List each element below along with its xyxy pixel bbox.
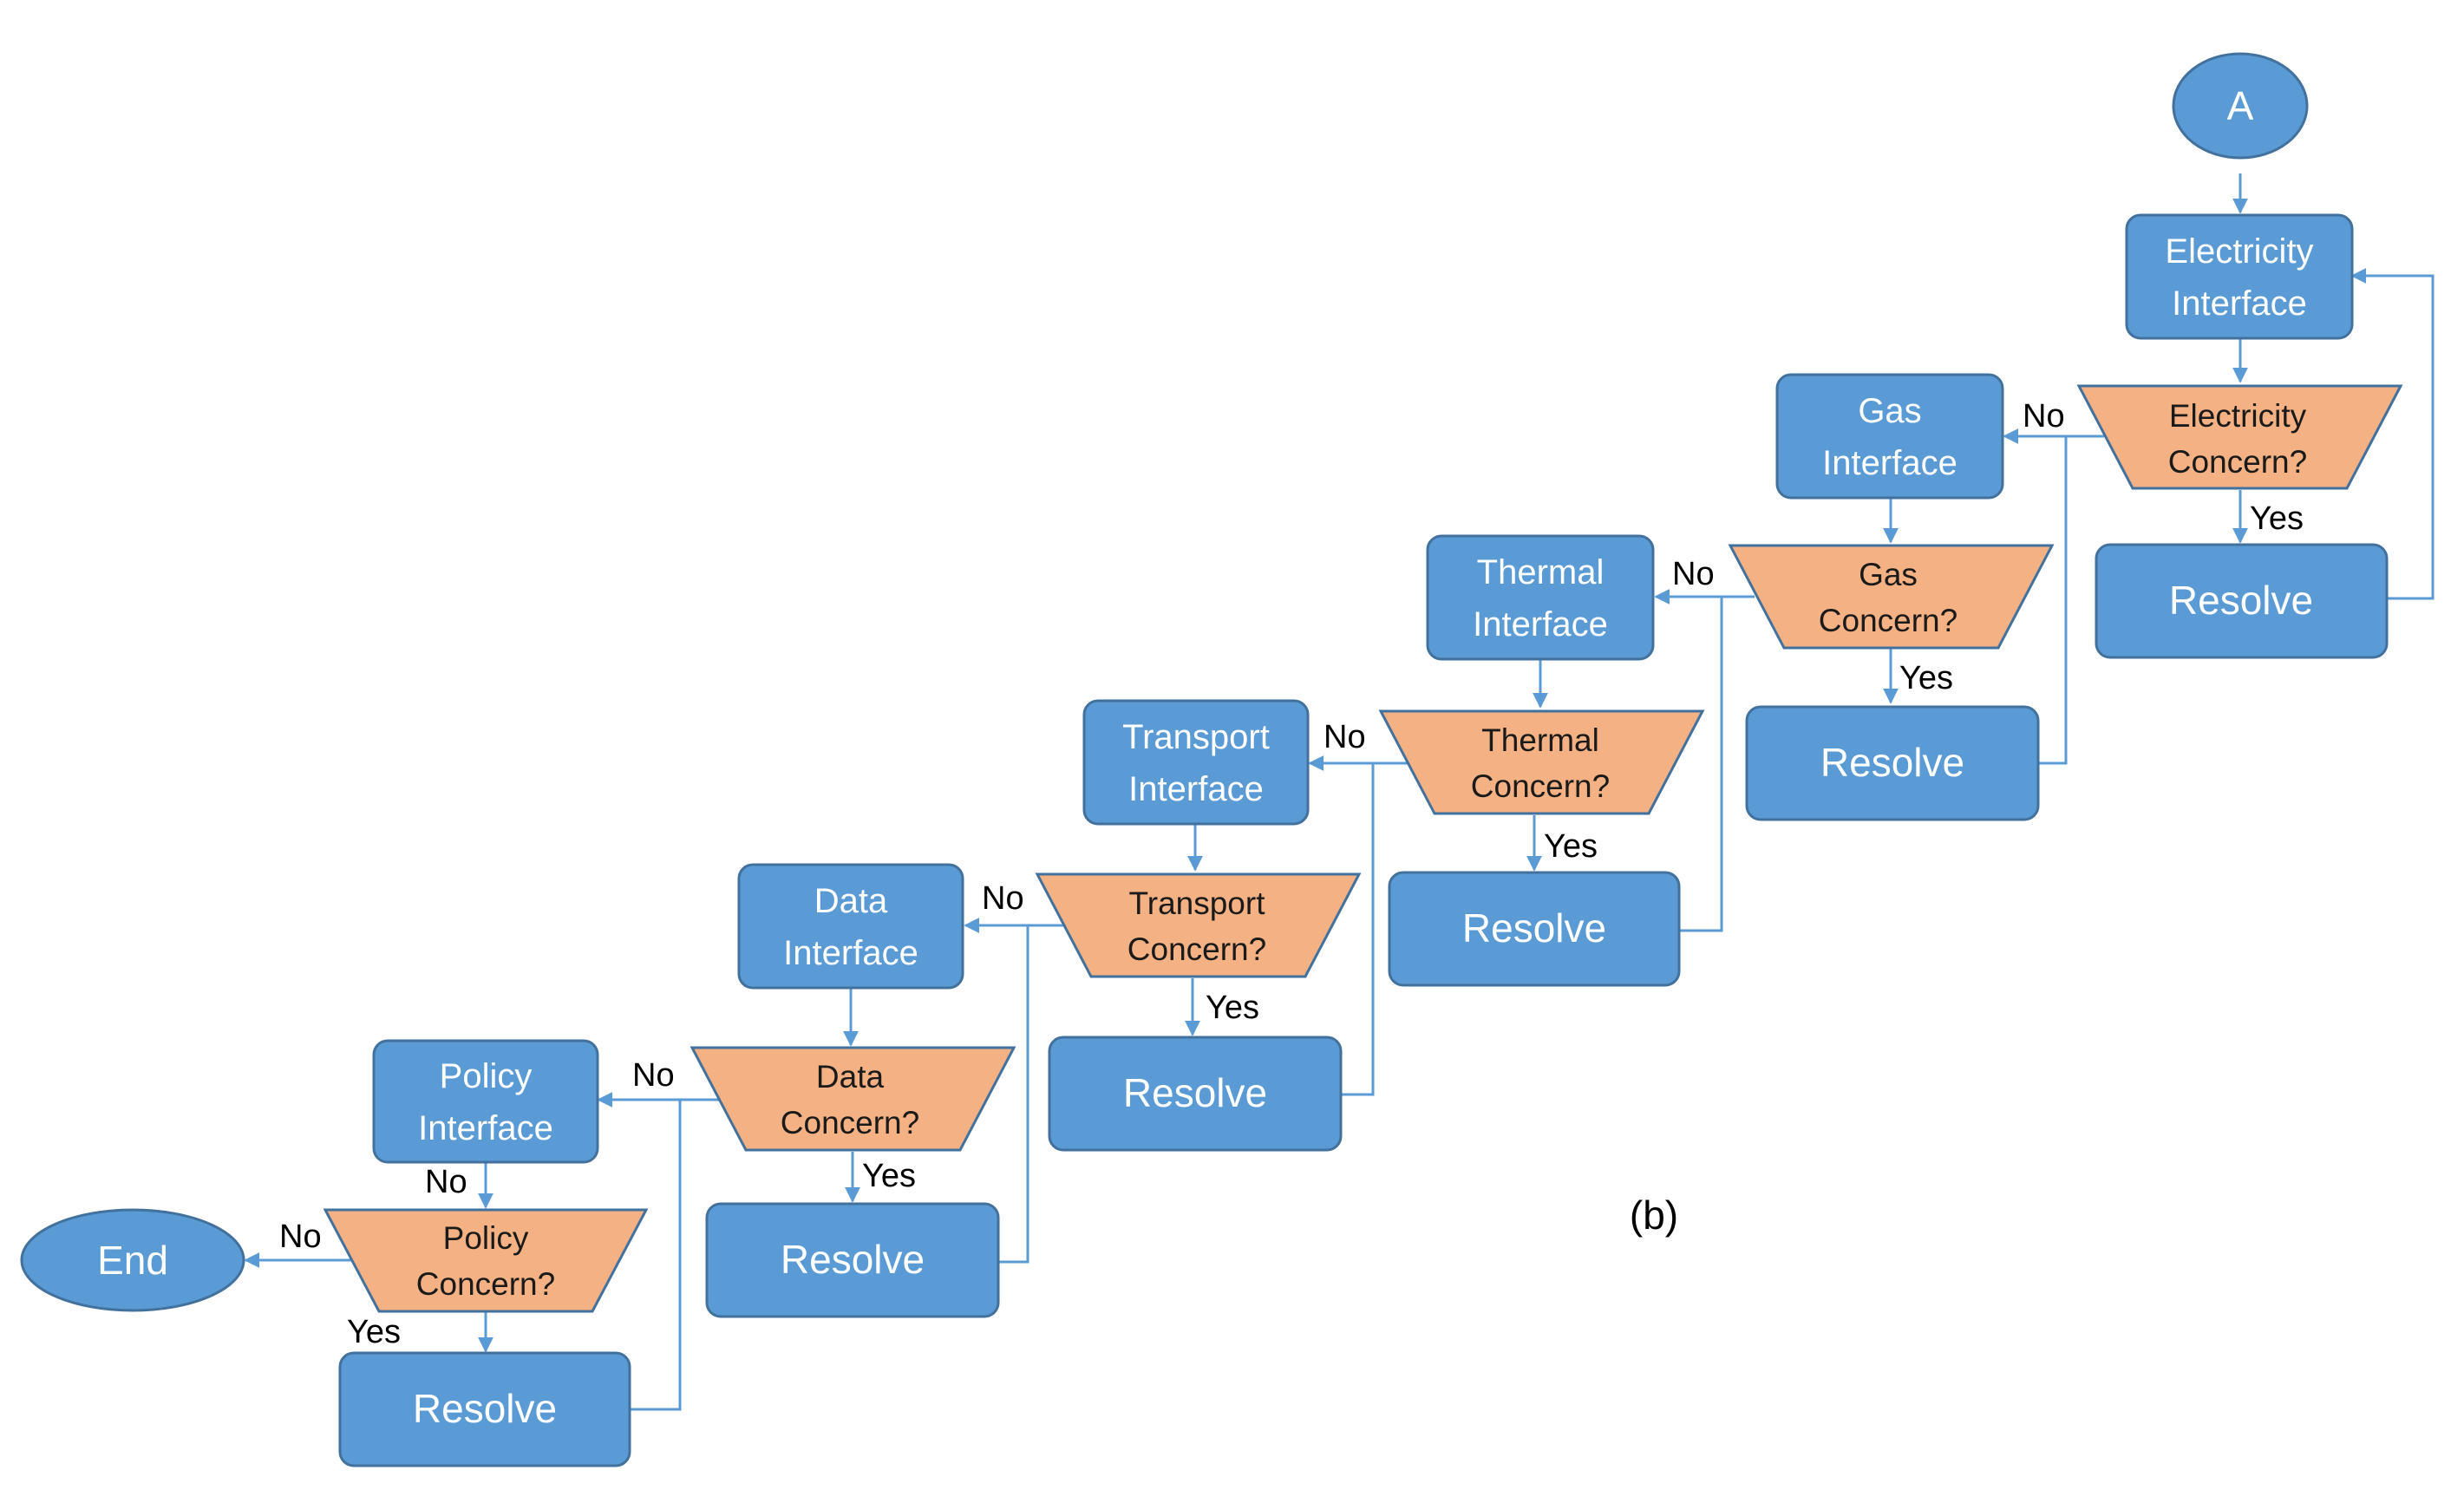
thermal-interface-line2: Interface [1473, 605, 1608, 644]
policy-concern-line1: Policy [443, 1220, 529, 1256]
transport-interface-line1: Transport [1122, 718, 1270, 756]
thermal-resolve: Resolve [1388, 871, 1681, 987]
data-concern-decision: Data Concern? [690, 1046, 1016, 1152]
gas-resolve-label: Resolve [1820, 740, 1964, 785]
thermal-concern-decision: Thermal Concern? [1378, 709, 1705, 815]
transport-interface: Transport Interface [1082, 699, 1310, 826]
edge-label-gas-no: No [1672, 556, 1715, 592]
electricity-interface: Electricity Interface [2125, 213, 2354, 340]
end-label: End [97, 1238, 168, 1283]
connector-gas-resolve-return [2038, 436, 2068, 765]
start-label: A [2227, 83, 2254, 128]
start-node: A [2172, 52, 2309, 160]
edge-label-thermal-yes: Yes [1544, 828, 1598, 865]
gas-concern-decision: Gas Concern? [1728, 544, 2055, 650]
transport-concern-decision: Transport Concern? [1035, 872, 1362, 978]
electricity-interface-line1: Electricity [2165, 232, 2313, 271]
connector-policy-resolve-return [630, 1100, 682, 1411]
thermal-concern-line2: Concern? [1471, 768, 1610, 804]
edge-label-data-no: No [632, 1057, 675, 1094]
connector-data-resolve-return [998, 925, 1029, 1264]
data-resolve-label: Resolve [781, 1237, 925, 1282]
gas-concern-line2: Concern? [1819, 603, 1957, 638]
transport-concern-line1: Transport [1129, 885, 1266, 921]
edge-labels: No Yes No Yes No Yes No Yes No Yes No No… [279, 398, 2304, 1350]
edge-label-electricity-yes: Yes [2250, 500, 2304, 537]
electricity-resolve: Resolve [2095, 543, 2389, 659]
connector-transport-resolve-return [1341, 763, 1375, 1096]
thermal-interface: Thermal Interface [1426, 534, 1655, 661]
transport-resolve: Resolve [1048, 1036, 1343, 1152]
policy-concern-decision: Policy Concern? [323, 1208, 649, 1313]
transport-resolve-label: Resolve [1123, 1070, 1267, 1115]
data-resolve: Resolve [705, 1202, 1000, 1318]
gas-resolve: Resolve [1745, 705, 2040, 821]
gas-interface-line2: Interface [1822, 444, 1957, 482]
data-concern-line2: Concern? [781, 1105, 919, 1140]
data-concern-line1: Data [816, 1059, 885, 1095]
edge-label-transport-no: No [982, 880, 1024, 917]
electricity-concern-line1: Electricity [2169, 398, 2307, 434]
edge-label-data-yes: Yes [862, 1158, 916, 1194]
end-node: End [20, 1208, 245, 1312]
edge-label-policy-interface-no: No [425, 1164, 467, 1200]
edge-label-gas-yes: Yes [1899, 660, 1953, 696]
transport-concern-line2: Concern? [1127, 931, 1266, 967]
electricity-concern-decision: Electricity Concern? [2076, 384, 2403, 490]
thermal-interface-line1: Thermal [1477, 553, 1605, 591]
data-interface-line1: Data [814, 882, 888, 920]
data-interface: Data Interface [737, 863, 964, 990]
policy-resolve: Resolve [338, 1351, 631, 1467]
transport-interface-line2: Interface [1128, 770, 1264, 808]
edge-label-transport-yes: Yes [1206, 990, 1259, 1026]
gas-interface-line1: Gas [1858, 392, 1921, 430]
electricity-interface-line2: Interface [2172, 284, 2307, 323]
connector-electricity-resolve-loop [2350, 268, 2435, 600]
gas-interface: Gas Interface [1775, 373, 2004, 500]
policy-interface-line1: Policy [440, 1057, 533, 1095]
gas-concern-line1: Gas [1859, 557, 1918, 592]
edge-label-policy-yes: Yes [347, 1314, 401, 1350]
data-interface-line2: Interface [783, 934, 918, 972]
edge-label-electricity-no: No [2023, 398, 2065, 435]
electricity-concern-line2: Concern? [2168, 444, 2307, 480]
policy-concern-line2: Concern? [416, 1266, 555, 1302]
edge-label-thermal-no: No [1324, 719, 1366, 755]
edge-label-policy-no: No [279, 1219, 322, 1255]
connectors [244, 173, 2435, 1411]
thermal-resolve-label: Resolve [1462, 905, 1606, 951]
figure-caption: (b) [1630, 1193, 1678, 1238]
policy-interface-line2: Interface [418, 1109, 553, 1147]
thermal-concern-line1: Thermal [1481, 722, 1599, 758]
connector-thermal-resolve-return [1679, 597, 1723, 932]
electricity-resolve-label: Resolve [2169, 578, 2313, 623]
policy-resolve-label: Resolve [413, 1386, 557, 1431]
policy-interface: Policy Interface [372, 1039, 599, 1164]
